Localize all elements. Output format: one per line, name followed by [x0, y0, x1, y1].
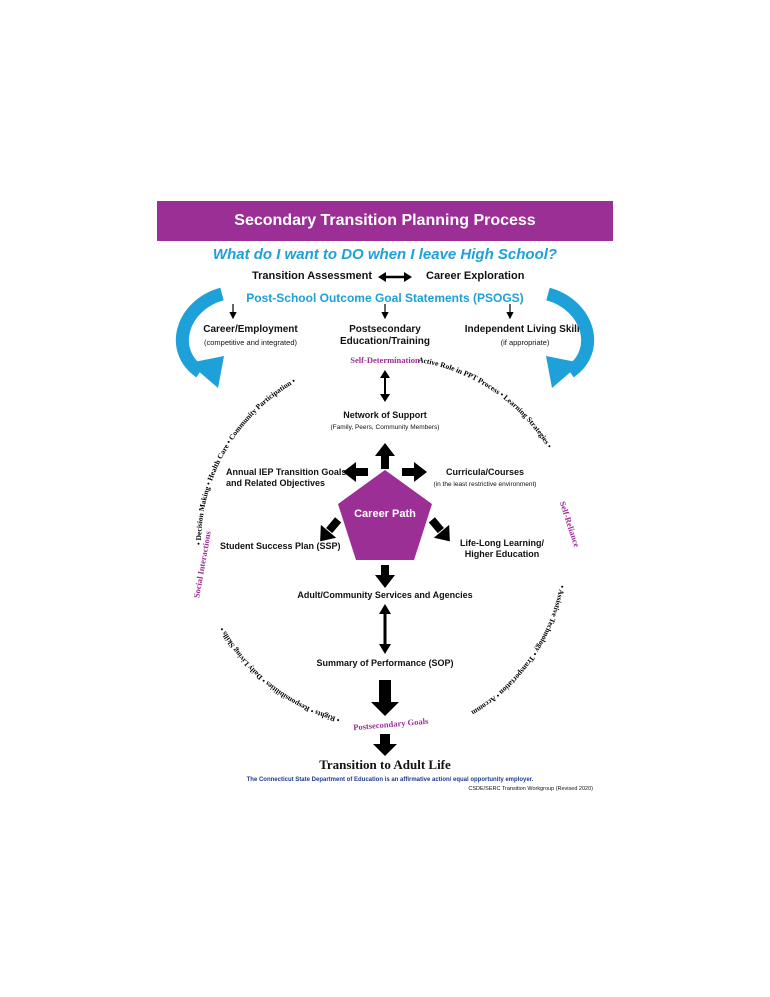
title-banner: Secondary Transition Planning Process	[157, 201, 613, 241]
footer-notice: The Connecticut State Department of Educ…	[246, 777, 534, 783]
transition-assessment-label: Transition Assessment	[252, 270, 373, 282]
right-curved-arrow-icon	[545, 287, 594, 388]
postsecondary-goals-label: Postsecondary Goals	[353, 716, 430, 733]
arrow-up-icon	[375, 443, 395, 469]
node-sub: (Family, Peers, Community Members)	[330, 424, 440, 431]
page-title: Secondary Transition Planning Process	[234, 212, 536, 229]
arrow-down-icon	[375, 565, 395, 588]
svg-text:• Rights • Responsibilities •: • Rights • Responsibilities • Daily Livi…	[217, 626, 340, 725]
node-annual-iep: Annual IEP Transition Goals and Related …	[226, 467, 347, 488]
left-curved-arrow-icon	[176, 287, 225, 388]
ring-right-text: • Assistive Technology • Transportation …	[0, 0, 567, 718]
footer-credit: CSDE/SERC Transition Workgroup (Revised …	[468, 786, 593, 792]
ring-left-text: • Decision Making • Health Care • Commun…	[194, 376, 297, 545]
category-title: Independent Living Skills	[464, 324, 586, 335]
arrow-right-icon	[402, 462, 427, 482]
category-title: Career/Employment	[203, 324, 298, 335]
category-sub: (if appropriate)	[500, 338, 550, 347]
small-down-arrows	[229, 304, 514, 320]
double-arrow-vertical-icon	[380, 370, 390, 402]
node-title: Network of Support	[343, 410, 427, 420]
ring-bottom-left-text: • Rights • Responsibilities • Daily Livi…	[217, 626, 340, 725]
arrow-down-left-icon	[320, 517, 342, 542]
center-arrows	[320, 443, 450, 588]
guiding-question: What do I want to DO when I leave High S…	[212, 246, 558, 263]
self-determination-label: Self-Determination	[350, 355, 420, 365]
double-arrow-icon	[378, 272, 412, 282]
transition-to-adult-life: Transition to Adult Life	[319, 757, 451, 772]
node-network-of-support: Network of Support (Family, Peers, Commu…	[305, 410, 465, 433]
ring-text: Self-Determination Active Role in PPT Pr…	[0, 0, 582, 732]
node-curricula-courses: Curricula/Courses (in the least restrict…	[425, 467, 545, 490]
category-sub: (competitive and integrated)	[204, 338, 297, 347]
node-student-success-plan: Student Success Plan (SSP)	[220, 541, 341, 551]
node-life-long-learning: Life-Long Learning/ Higher Education	[460, 538, 544, 559]
psogs-heading: Post-School Outcome Goal Statements (PSO…	[246, 291, 524, 305]
double-arrow-vertical-icon	[379, 604, 391, 654]
ring-top-right-text: Active Role in PPT Process • Learning St…	[418, 355, 555, 450]
arrow-down-right-icon	[428, 517, 450, 542]
node-summary-of-performance: Summary of Performance (SOP)	[316, 658, 454, 668]
career-path-pentagon	[338, 470, 432, 560]
svg-text:Active Role in PPT Process • L: Active Role in PPT Process • Learning St…	[418, 355, 555, 450]
big-down-arrow-icon	[371, 680, 399, 716]
node-adult-community-services: Adult/Community Services and Agencies	[297, 590, 473, 600]
node-sub: (in the least restrictive environment)	[433, 481, 537, 488]
arrow-left-icon	[343, 462, 368, 482]
svg-text:• Decision Making • Health Car: • Decision Making • Health Care • Commun…	[194, 376, 297, 545]
self-reliance-label: Self-Reliance	[558, 500, 582, 549]
category-career-employment: Career/Employment (competitive and integ…	[183, 324, 318, 349]
career-path-label: Career Path	[354, 508, 416, 520]
final-down-arrow-icon	[373, 734, 397, 756]
category-title: Postsecondary Education/Training	[339, 324, 430, 347]
node-title: Curricula/Courses	[445, 467, 525, 477]
svg-text:• Assistive Technology • Trans: • Assistive Technology • Transportation …	[0, 0, 567, 718]
category-postsecondary: Postsecondary Education/Training	[335, 324, 435, 348]
career-exploration-label: Career Exploration	[426, 270, 525, 282]
category-independent-living: Independent Living Skills (if appropriat…	[460, 324, 590, 349]
